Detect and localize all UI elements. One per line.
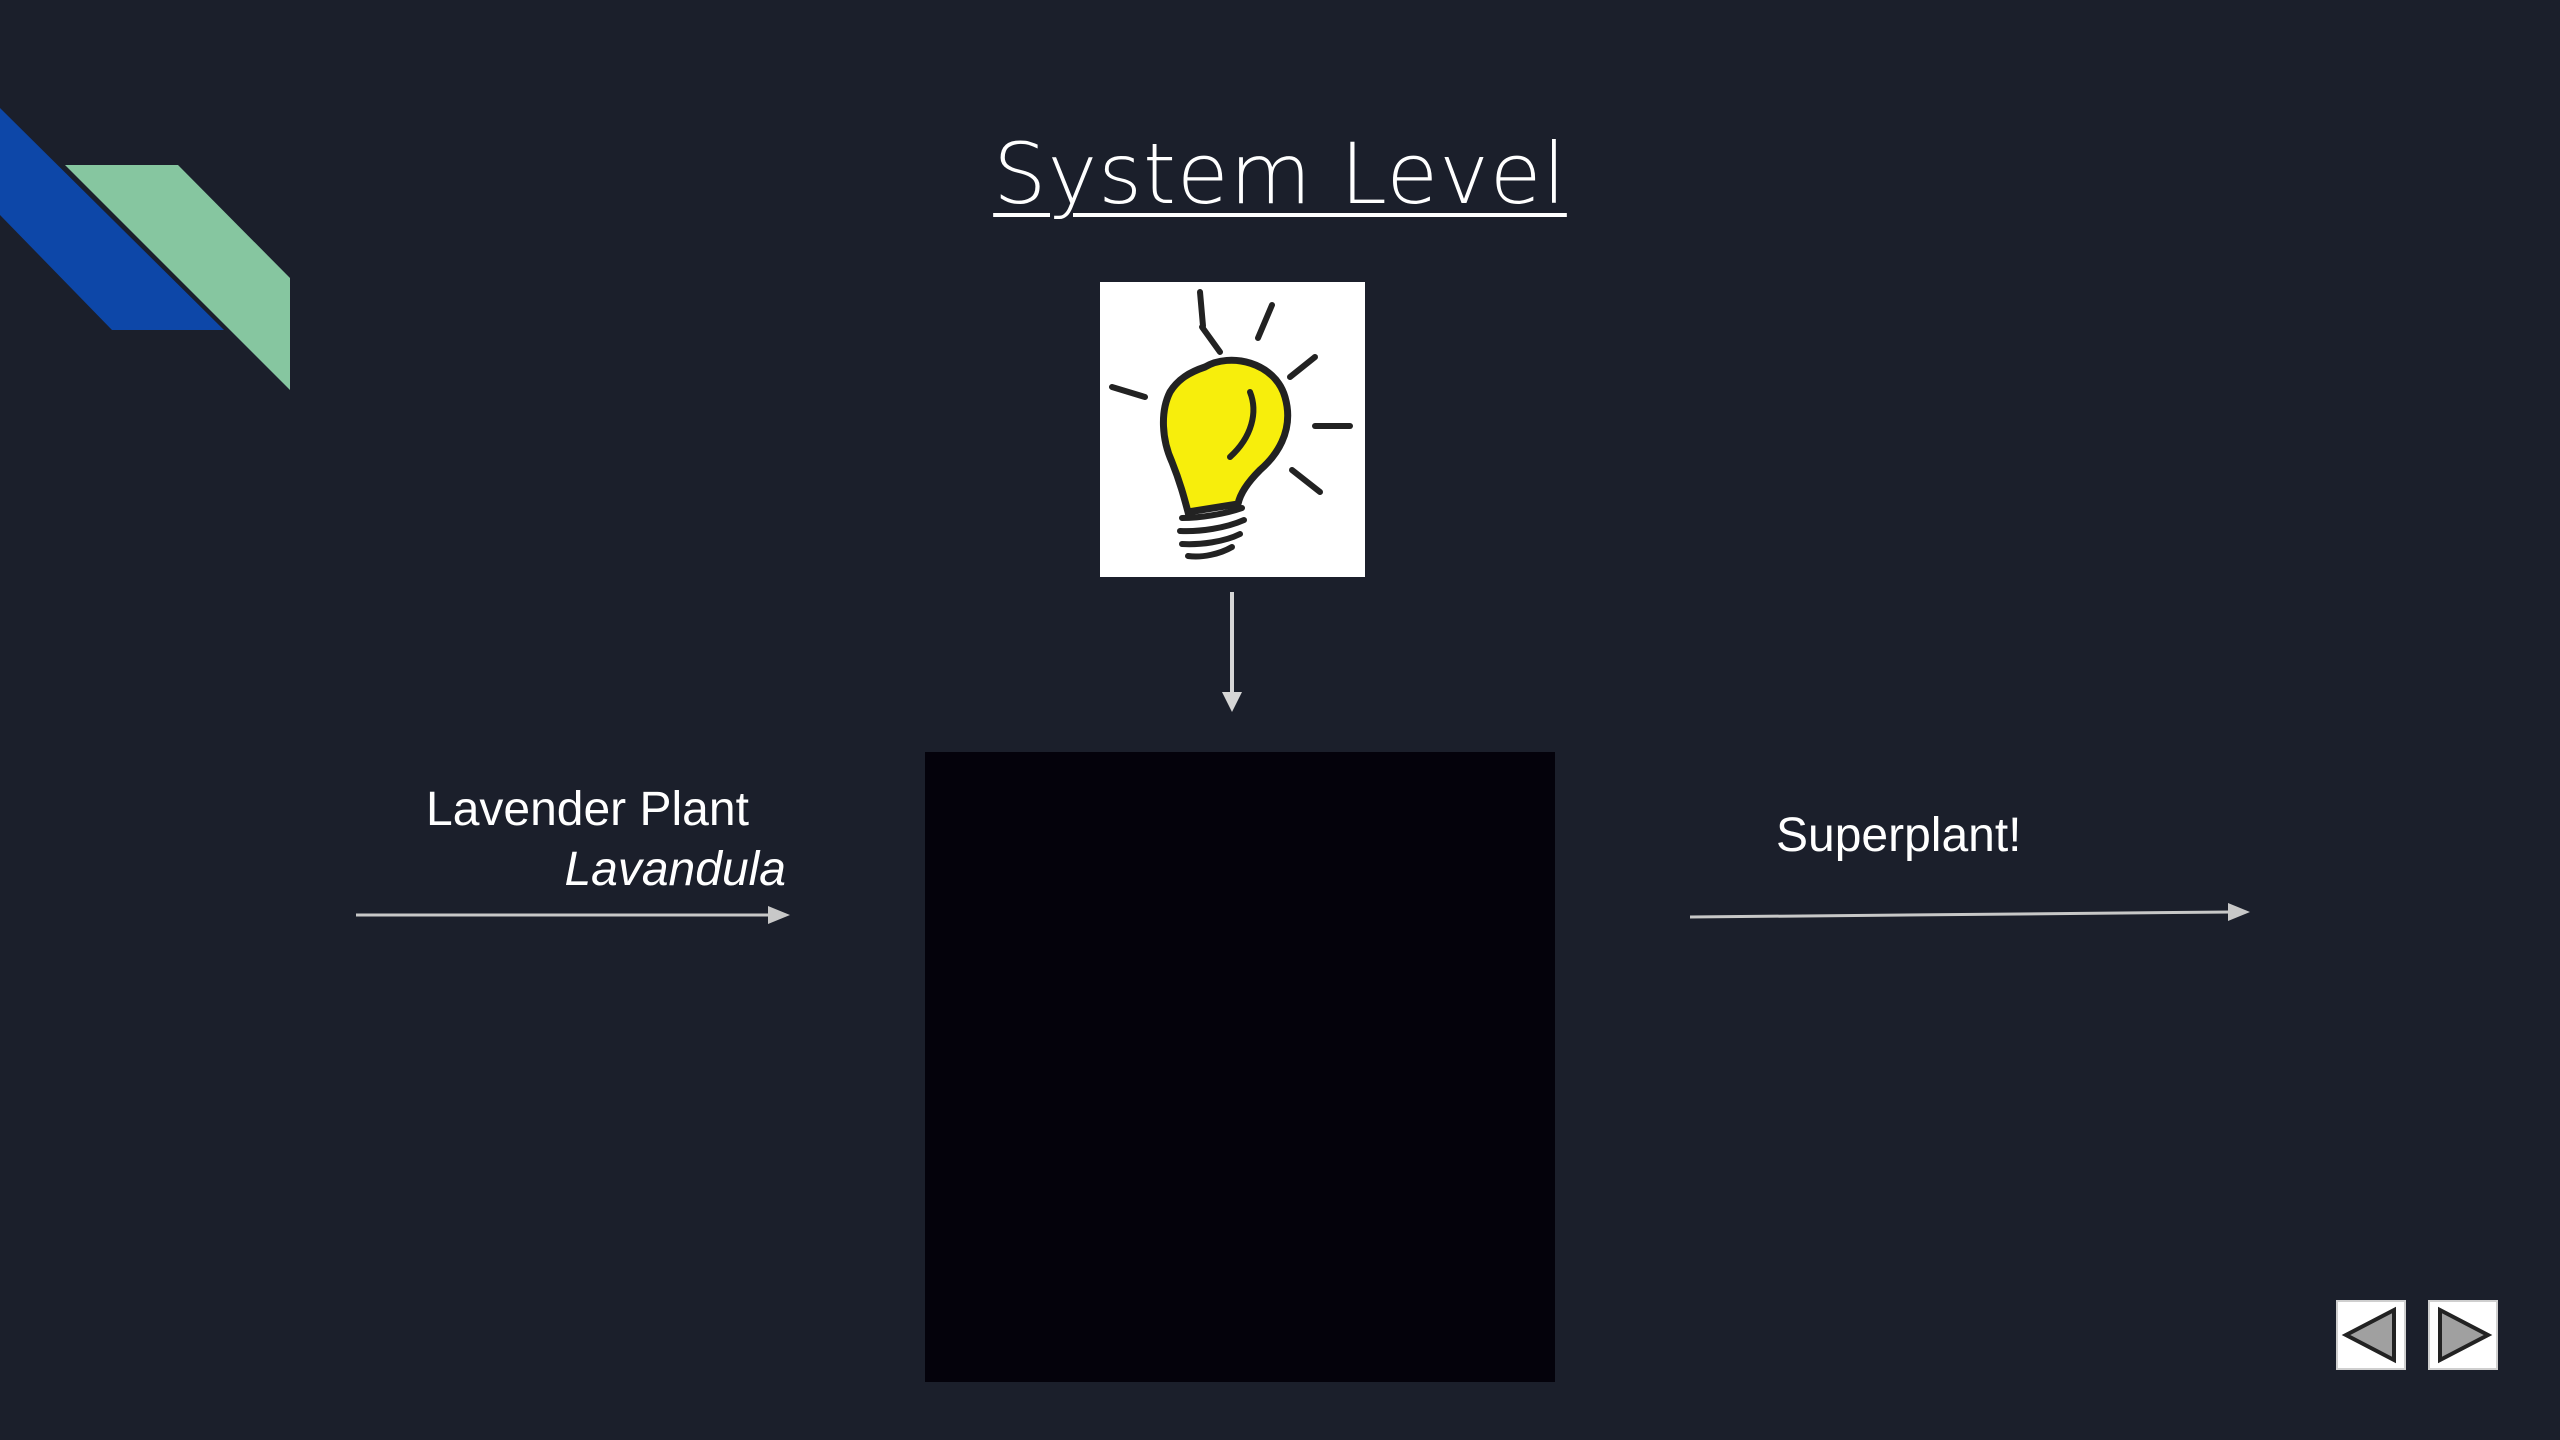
next-slide-button[interactable]	[2428, 1300, 2498, 1370]
input-common-name: Lavender Plant	[426, 783, 749, 836]
output-label: Superplant!	[1776, 809, 2022, 862]
arrow-input	[356, 906, 790, 924]
input-scientific-name: Lavandula	[564, 843, 786, 896]
lightbulb-image	[1100, 282, 1365, 577]
input-label: Lavender Plant Lavandula	[380, 780, 786, 900]
arrow-output	[1689, 903, 2250, 921]
slide-title: System Level	[993, 125, 1567, 223]
process-box	[925, 752, 1555, 1382]
corner-decoration	[0, 108, 290, 390]
blue-stripe	[0, 108, 224, 330]
triangle-right-icon	[2438, 1306, 2493, 1364]
lightbulb-icon	[1109, 289, 1353, 560]
triangle-left-icon	[2341, 1306, 2396, 1364]
previous-slide-button[interactable]	[2336, 1300, 2406, 1370]
green-stripe	[65, 165, 290, 390]
arrow-down	[1222, 592, 1242, 712]
